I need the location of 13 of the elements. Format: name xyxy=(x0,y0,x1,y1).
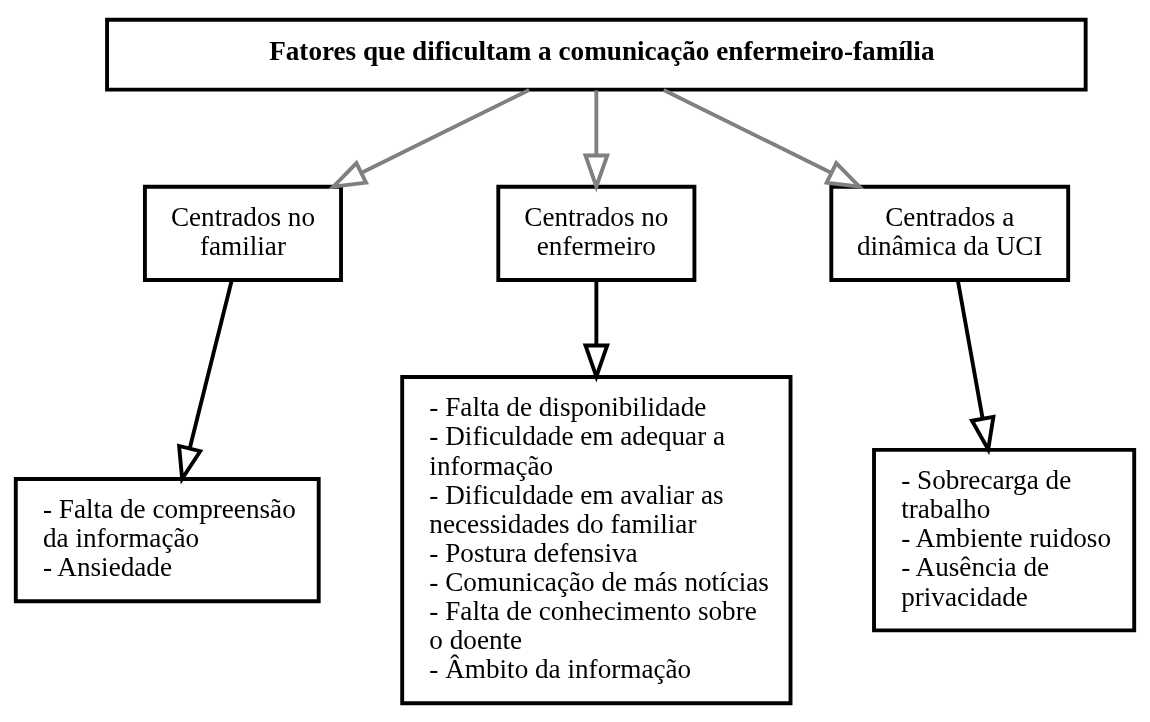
node-box: - Falta de disponibilidade - Dificuldade em adequar a informação - Dificuldade em avaliar as necessidades do familiar - Postura defensiva - Comunicação de más notícias - Falta de conhecimento sobre o doente - Âmbito da informação xyxy=(400,374,793,705)
arrow xyxy=(955,279,996,455)
arrow xyxy=(176,279,234,484)
node-box: Centrados a dinâmica da UCI xyxy=(829,184,1071,282)
arrow xyxy=(662,87,865,189)
node-box: Centrados no familiar xyxy=(143,184,343,282)
node-box: - Sobrecarga de trabalho - Ambiente ruidoso - Ausência de privacidade xyxy=(872,447,1137,632)
node-box: Centrados no enfermeiro xyxy=(496,184,697,282)
arrow xyxy=(582,89,610,192)
arrow xyxy=(582,279,610,382)
node-box: - Falta de compreensão da informação - Ansiedade xyxy=(13,476,321,603)
arrow xyxy=(328,87,530,189)
node-box: Fatores que dificultam a comunicação enfermeiro-família xyxy=(105,17,1088,92)
